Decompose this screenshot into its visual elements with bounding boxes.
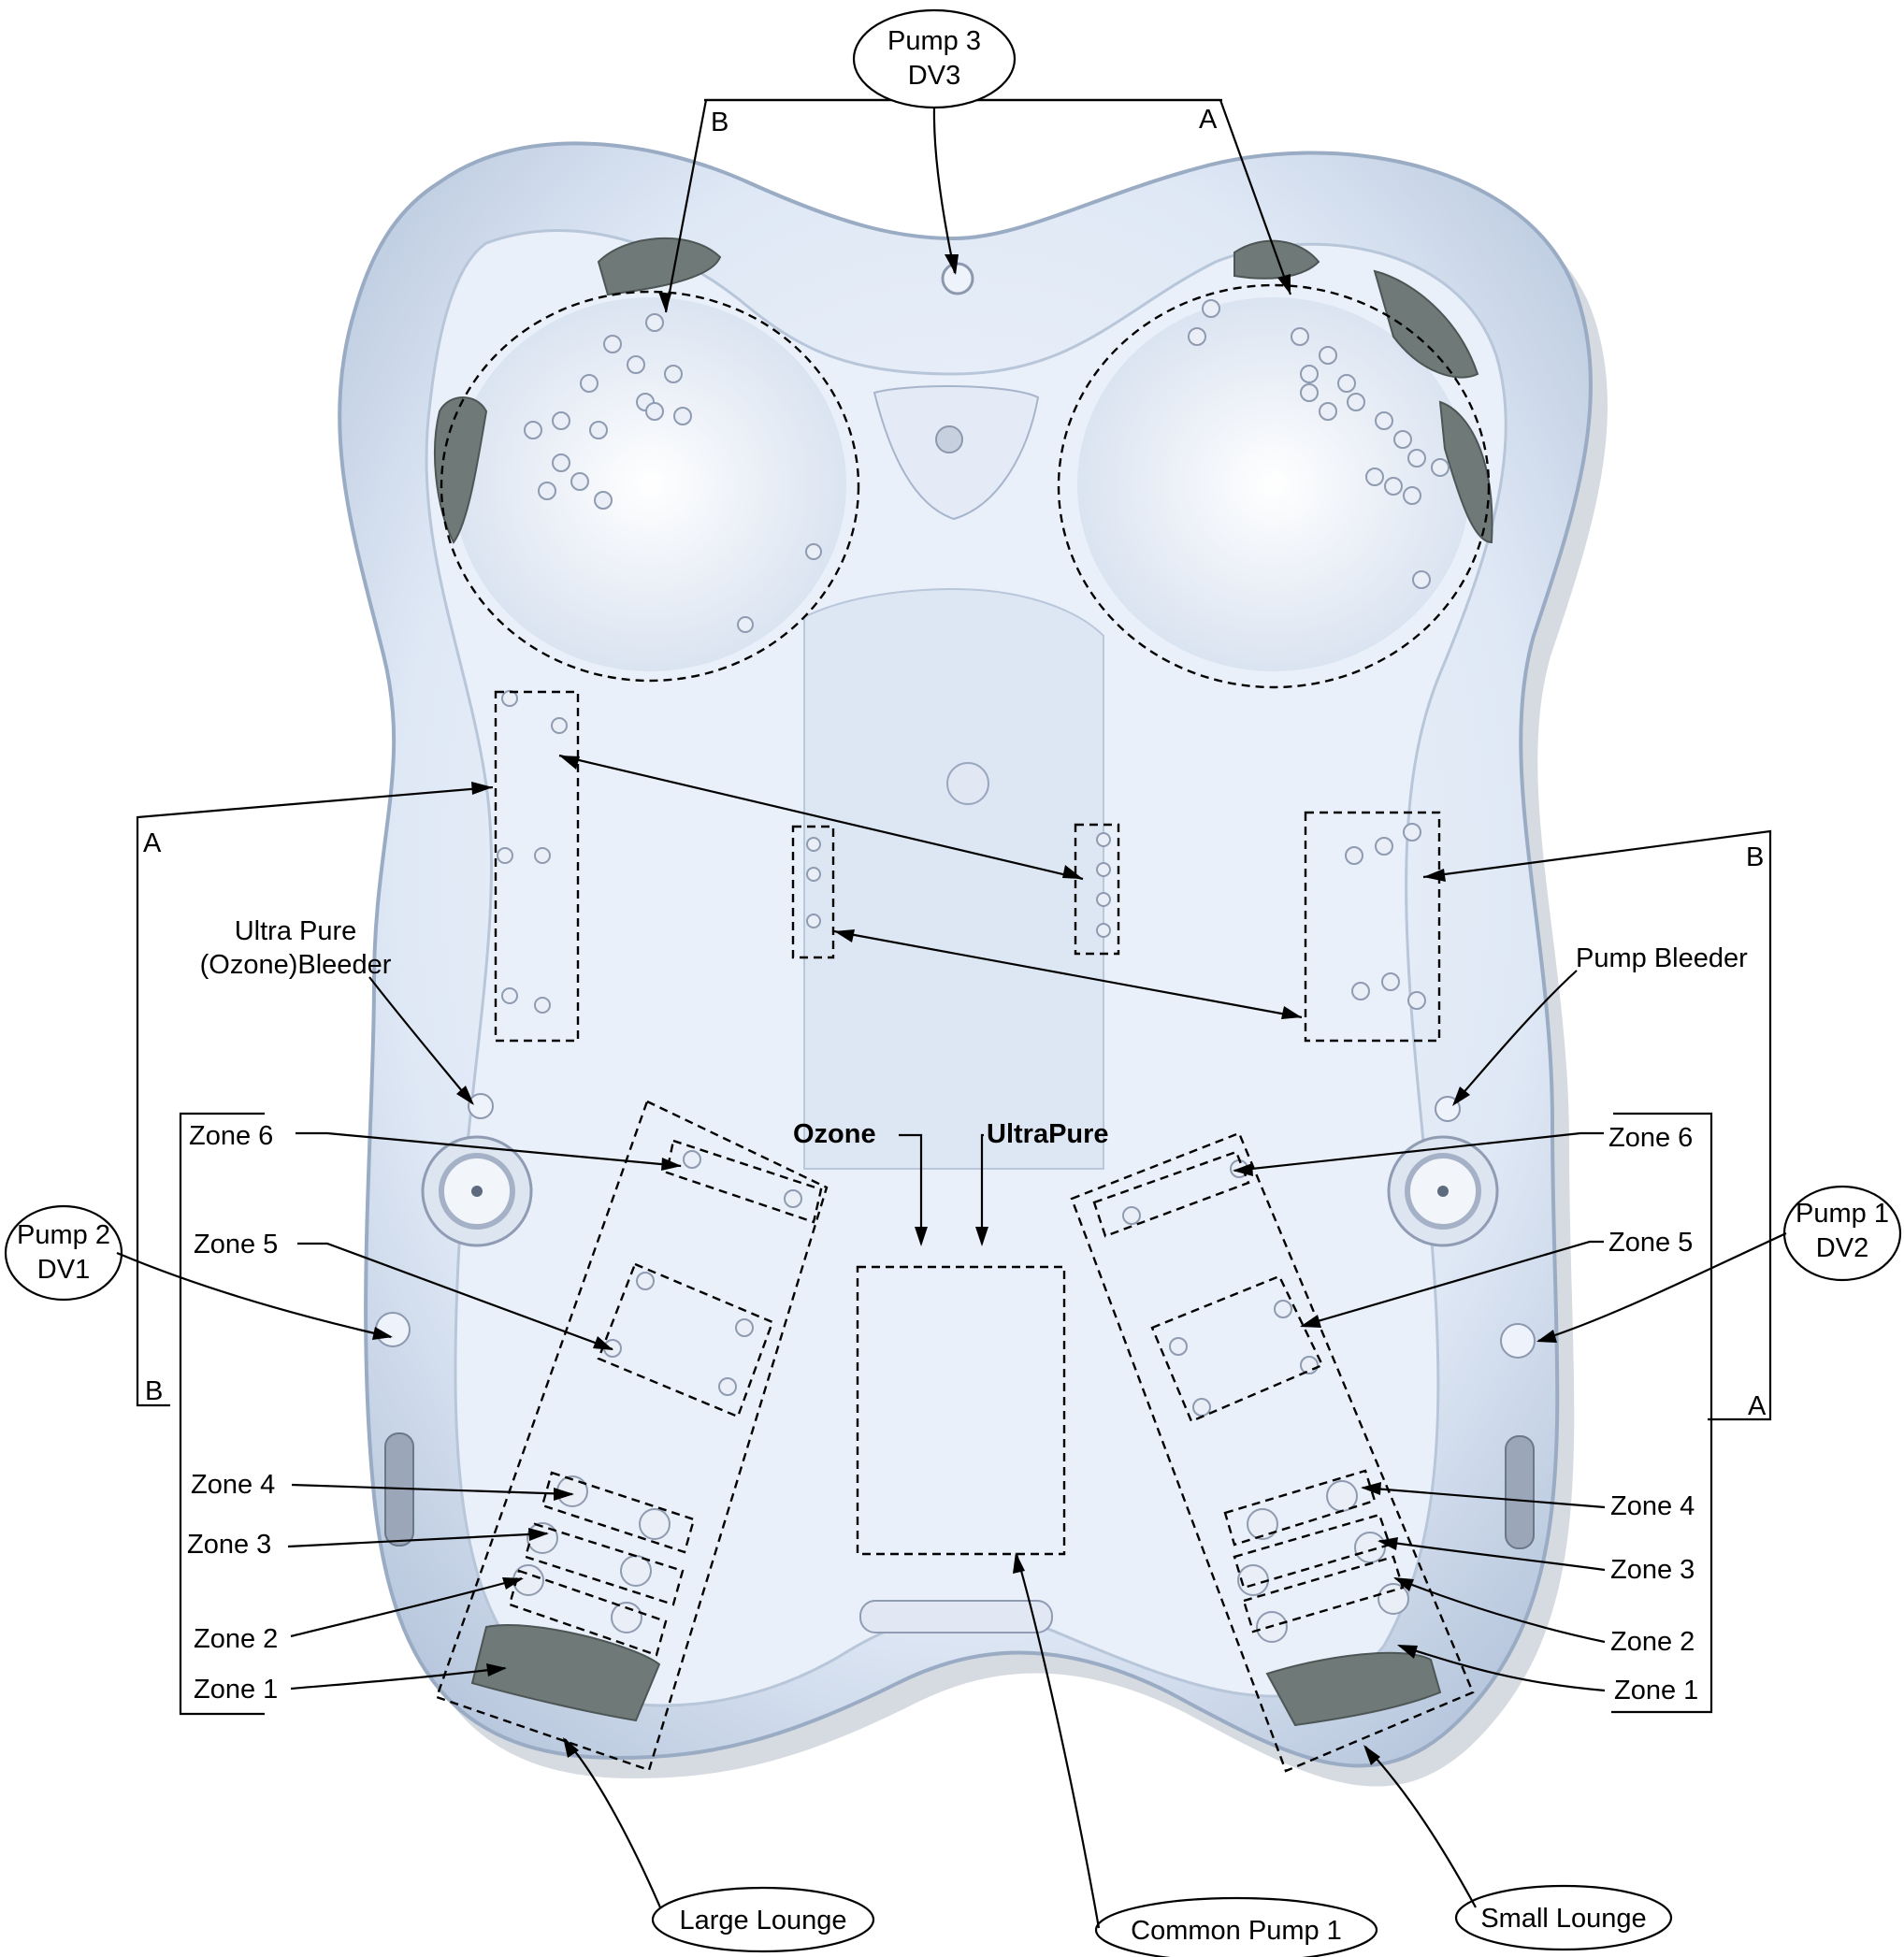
left-suction	[423, 1137, 531, 1245]
diverter-dv2	[1501, 1324, 1535, 1358]
ultra-pure-bleeder-label-line2: (Ozone)Bleeder	[200, 950, 392, 980]
right-zone-bracket	[1611, 1114, 1711, 1712]
pump3-label-line2: DV3	[908, 61, 960, 91]
bracket-left-top-letter: A	[143, 828, 162, 858]
right-zone-2: Zone 2	[1610, 1627, 1695, 1657]
pump2-label-line2: DV1	[37, 1255, 90, 1285]
pump2-label-line1: Pump 2	[17, 1220, 110, 1250]
pump3-fitting	[943, 264, 973, 294]
pump1-label-line1: Pump 1	[1796, 1199, 1889, 1229]
bracket-right-top-letter: B	[1746, 842, 1764, 872]
bracket-left-bottom-letter: B	[145, 1376, 163, 1406]
bracket-right-bottom-letter: A	[1748, 1391, 1767, 1421]
left-zone-5: Zone 5	[194, 1230, 278, 1259]
control-panel-main	[860, 1601, 1052, 1633]
left-zone-4: Zone 4	[191, 1470, 275, 1500]
left-zone-1: Zone 1	[194, 1675, 278, 1705]
small-lounge-label: Small Lounge	[1480, 1904, 1646, 1934]
control-panel-right	[1506, 1436, 1534, 1548]
left-corner-seat	[454, 297, 846, 671]
pump2-leader	[117, 1253, 391, 1337]
diverter-dv1	[376, 1313, 410, 1346]
ozone-label: Ozone	[793, 1119, 876, 1149]
center-footwell	[804, 589, 1103, 1169]
right-zone-5: Zone 5	[1608, 1228, 1693, 1258]
left-zone-2: Zone 2	[194, 1624, 278, 1654]
right-zone-3: Zone 3	[1610, 1555, 1695, 1585]
ozone-bleeder-fitting	[469, 1094, 493, 1118]
bracket-top-right-letter: A	[1199, 105, 1218, 135]
filter-drain	[947, 763, 988, 804]
bracket-top-left-letter: B	[711, 108, 728, 137]
pump1-label-line2: DV2	[1816, 1233, 1868, 1263]
right-suction	[1389, 1137, 1497, 1245]
right-zone-6: Zone 6	[1608, 1123, 1693, 1153]
ultra-pure-bleeder-label-line1: Ultra Pure	[235, 916, 357, 946]
pump3-oval	[854, 10, 1015, 108]
pump-bleeder-label: Pump Bleeder	[1576, 943, 1748, 973]
left-zone-3: Zone 3	[187, 1530, 271, 1560]
right-zone-4: Zone 4	[1610, 1491, 1695, 1521]
filter-cap	[936, 426, 962, 453]
ultrapure-label: UltraPure	[987, 1119, 1109, 1149]
pump3-label-line1: Pump 3	[887, 26, 981, 56]
large-lounge-label: Large Lounge	[680, 1906, 847, 1935]
left-zone-6: Zone 6	[189, 1121, 273, 1151]
common-pump1-label: Common Pump 1	[1131, 1916, 1342, 1946]
right-zone-1: Zone 1	[1614, 1676, 1698, 1705]
